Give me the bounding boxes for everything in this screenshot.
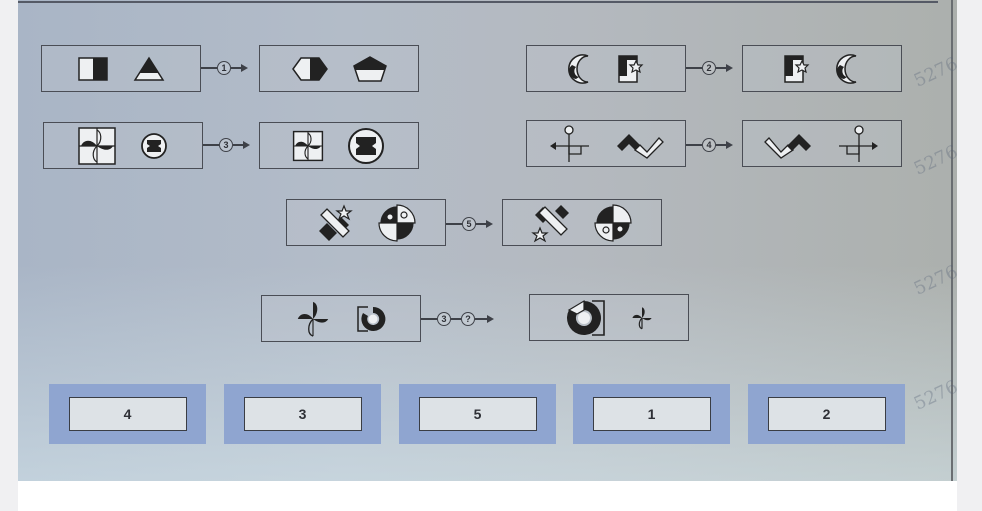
operator-5: 5 — [462, 217, 476, 231]
crossed-bars-with-star-icon — [319, 203, 353, 241]
rule-3-connector: 3 — [203, 135, 250, 155]
donut-in-bracket-icon — [357, 305, 386, 332]
rule-2-input-panel — [526, 45, 686, 92]
operator-2: 2 — [702, 61, 716, 75]
rule-4-input-panel — [526, 120, 686, 167]
answer-option-2[interactable]: 2 — [767, 397, 886, 431]
quartered-circle-flipped-icon — [594, 203, 632, 242]
rule-5-input-panel — [286, 199, 446, 246]
top-border-line — [18, 1, 938, 3]
half-filled-triangle-icon — [133, 56, 165, 81]
crossed-bars-star-flipped-icon — [531, 204, 569, 242]
rule-3-input-panel — [43, 122, 203, 169]
arrow-right-icon — [487, 315, 494, 323]
answer-option-frame: 1 — [573, 384, 730, 444]
arrow-right-icon — [243, 141, 250, 149]
answer-option-frame: 2 — [748, 384, 905, 444]
rule-3-output-panel — [259, 122, 419, 169]
rule-1-output-panel — [259, 45, 419, 92]
rule-5-connector: 5 — [446, 214, 493, 234]
answer-option-frame: 5 — [399, 384, 556, 444]
question-output-panel — [529, 294, 689, 341]
operator-3: 3 — [437, 312, 451, 326]
quartered-circle-with-dot-icon — [378, 203, 416, 242]
rule-1-connector: 1 — [201, 58, 248, 78]
half-filled-pentagon-icon — [353, 55, 387, 82]
arrow-right-icon — [726, 141, 733, 149]
flag-pole-arrow-right-icon — [839, 124, 878, 162]
arrow-right-icon — [241, 64, 248, 72]
operator-4: 4 — [702, 138, 716, 152]
small-pinwheel-icon — [632, 306, 652, 329]
puzzle-photo: 5276 5276 5276 5276 1 — [18, 0, 957, 481]
answer-option-5[interactable]: 5 — [418, 397, 537, 431]
pinwheel-in-square-icon — [78, 126, 116, 165]
pinwheel-icon — [297, 301, 329, 337]
operator-3: 3 — [219, 138, 233, 152]
zigzag-chevrons-icon — [617, 133, 664, 159]
answer-option-1[interactable]: 1 — [592, 397, 711, 431]
answer-option-frame: 4 — [49, 384, 206, 444]
question-input-panel — [261, 295, 421, 342]
bottom-blank-area — [18, 481, 957, 511]
rule-4-connector: 4 — [686, 135, 733, 155]
rule-2-output-panel — [742, 45, 902, 92]
large-circle-with-notched-disc-icon — [348, 127, 384, 164]
large-donut-in-bracket-icon — [567, 299, 605, 336]
answer-option-3[interactable]: 3 — [243, 397, 362, 431]
rule-5-output-panel — [502, 199, 662, 246]
right-border-line — [951, 0, 953, 481]
answer-option-frame: 3 — [224, 384, 381, 444]
rule-2-connector: 2 — [686, 58, 733, 78]
card-with-star-icon — [784, 54, 810, 83]
crescent-moon-icon — [836, 53, 857, 84]
flag-pole-arrow-left-icon — [550, 124, 589, 162]
question-connector: 3 ? — [421, 309, 494, 329]
crescent-moon-icon — [568, 53, 589, 84]
operator-1: 1 — [217, 61, 231, 75]
answer-option-4[interactable]: 4 — [68, 397, 187, 431]
half-filled-hexagon-icon — [292, 56, 328, 81]
zigzag-chevrons-mirrored-icon — [764, 133, 811, 159]
arrow-right-icon — [726, 64, 733, 72]
operator-unknown: ? — [461, 312, 475, 326]
rule-1-input-panel — [41, 45, 201, 92]
small-pinwheel-in-square-icon — [292, 130, 324, 161]
half-filled-square-icon — [78, 56, 108, 81]
card-with-star-icon — [618, 54, 644, 83]
rule-4-output-panel — [742, 120, 902, 167]
circle-with-notched-disc-icon — [141, 132, 167, 159]
arrow-right-icon — [486, 220, 493, 228]
